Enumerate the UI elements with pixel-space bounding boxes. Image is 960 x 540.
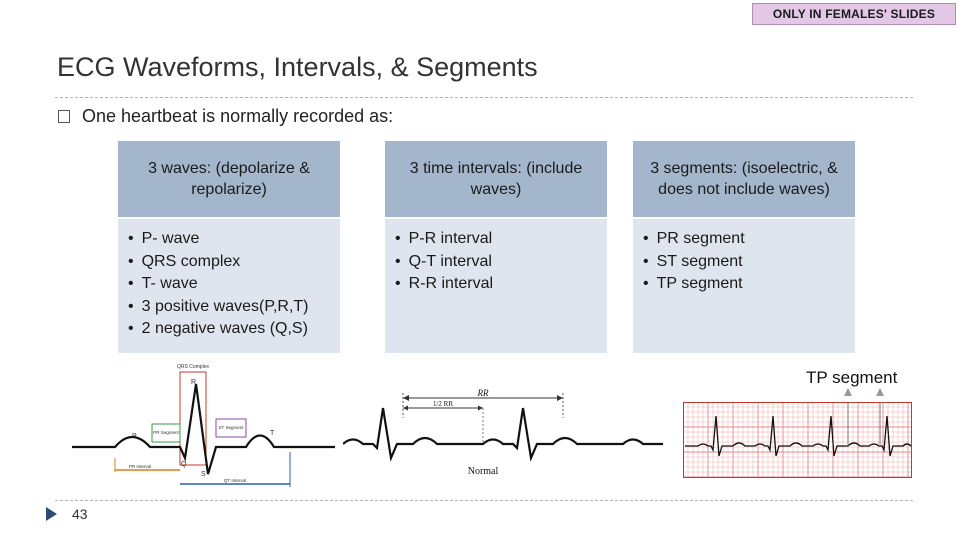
rr-interval-diagram: RR 1/2 RR Normal <box>343 388 663 477</box>
title-divider <box>55 97 913 98</box>
rr-label: RR <box>477 388 489 398</box>
tp-marker-arrows <box>844 388 884 396</box>
normal-label: Normal <box>468 466 499 477</box>
segments-card-heading: 3 segments: (isoelectric, & does not inc… <box>633 141 855 217</box>
list-item: P- wave <box>128 228 340 251</box>
pr-interval-label: PR Interval <box>129 464 151 469</box>
intro-text: One heartbeat is normally recorded as: <box>82 106 394 126</box>
list-item: 3 positive waves(P,R,T) <box>128 296 340 319</box>
labeled-ecg-diagram: QRS Complex PR Segment ST Segment PR Int… <box>72 364 335 487</box>
pr-segment-box <box>151 423 181 443</box>
strip-ecg-trace <box>685 415 912 457</box>
qrs-label: QRS Complex <box>177 364 209 370</box>
tp-segment-strip <box>683 402 912 478</box>
qt-interval-label: QT Interval <box>224 478 246 483</box>
list-item: R-R interval <box>395 273 607 296</box>
intervals-card-heading: 3 time intervals: (include waves) <box>385 141 607 217</box>
list-item: ST segment <box>643 251 855 274</box>
list-item: 2 negative waves (Q,S) <box>128 318 340 341</box>
ecg-trace <box>72 383 335 475</box>
page-number: 43 <box>72 506 88 522</box>
waves-card-body: P- wave QRS complex T- wave 3 positive w… <box>118 219 340 353</box>
segments-card-body: PR segment ST segment TP segment <box>633 219 855 353</box>
arrow-up-icon <box>876 388 884 396</box>
arrow-up-icon <box>844 388 852 396</box>
waves-card: 3 waves: (depolarize & repolarize) P- wa… <box>118 141 340 353</box>
p-label: P <box>132 433 137 440</box>
half-rr-label: 1/2 RR <box>433 400 453 408</box>
st-segment-label: ST Segment <box>219 425 245 430</box>
intervals-card: 3 time intervals: (include waves) P-R in… <box>385 141 607 353</box>
females-slides-badge: ONLY IN FEMALES' SLIDES <box>752 3 956 25</box>
intervals-card-body: P-R interval Q-T interval R-R interval <box>385 219 607 353</box>
waves-card-heading: 3 waves: (depolarize & repolarize) <box>118 141 340 217</box>
normal-ecg-trace <box>343 407 663 462</box>
list-item: T- wave <box>128 273 340 296</box>
r-label: R <box>191 379 196 386</box>
q-label: Q <box>181 461 187 468</box>
list-item: TP segment <box>643 273 855 296</box>
pr-segment-label: PR Segment <box>153 430 179 435</box>
s-label: S <box>201 471 206 478</box>
st-segment-box <box>215 418 247 438</box>
strip-border <box>683 402 912 478</box>
t-label: T <box>270 430 275 437</box>
segments-card: 3 segments: (isoelectric, & does not inc… <box>633 141 855 353</box>
list-item: Q-T interval <box>395 251 607 274</box>
list-item: PR segment <box>643 228 855 251</box>
tp-segment-label: TP segment <box>806 368 898 387</box>
list-item: QRS complex <box>128 251 340 274</box>
page-title: ECG Waveforms, Intervals, & Segments <box>57 52 538 82</box>
square-bullet-icon <box>58 110 70 123</box>
footer-divider <box>55 500 913 501</box>
list-item: P-R interval <box>395 228 607 251</box>
qrs-box <box>179 371 207 466</box>
intro-bullet: One heartbeat is normally recorded as: <box>58 106 393 127</box>
slide-arrow-icon <box>46 507 57 521</box>
